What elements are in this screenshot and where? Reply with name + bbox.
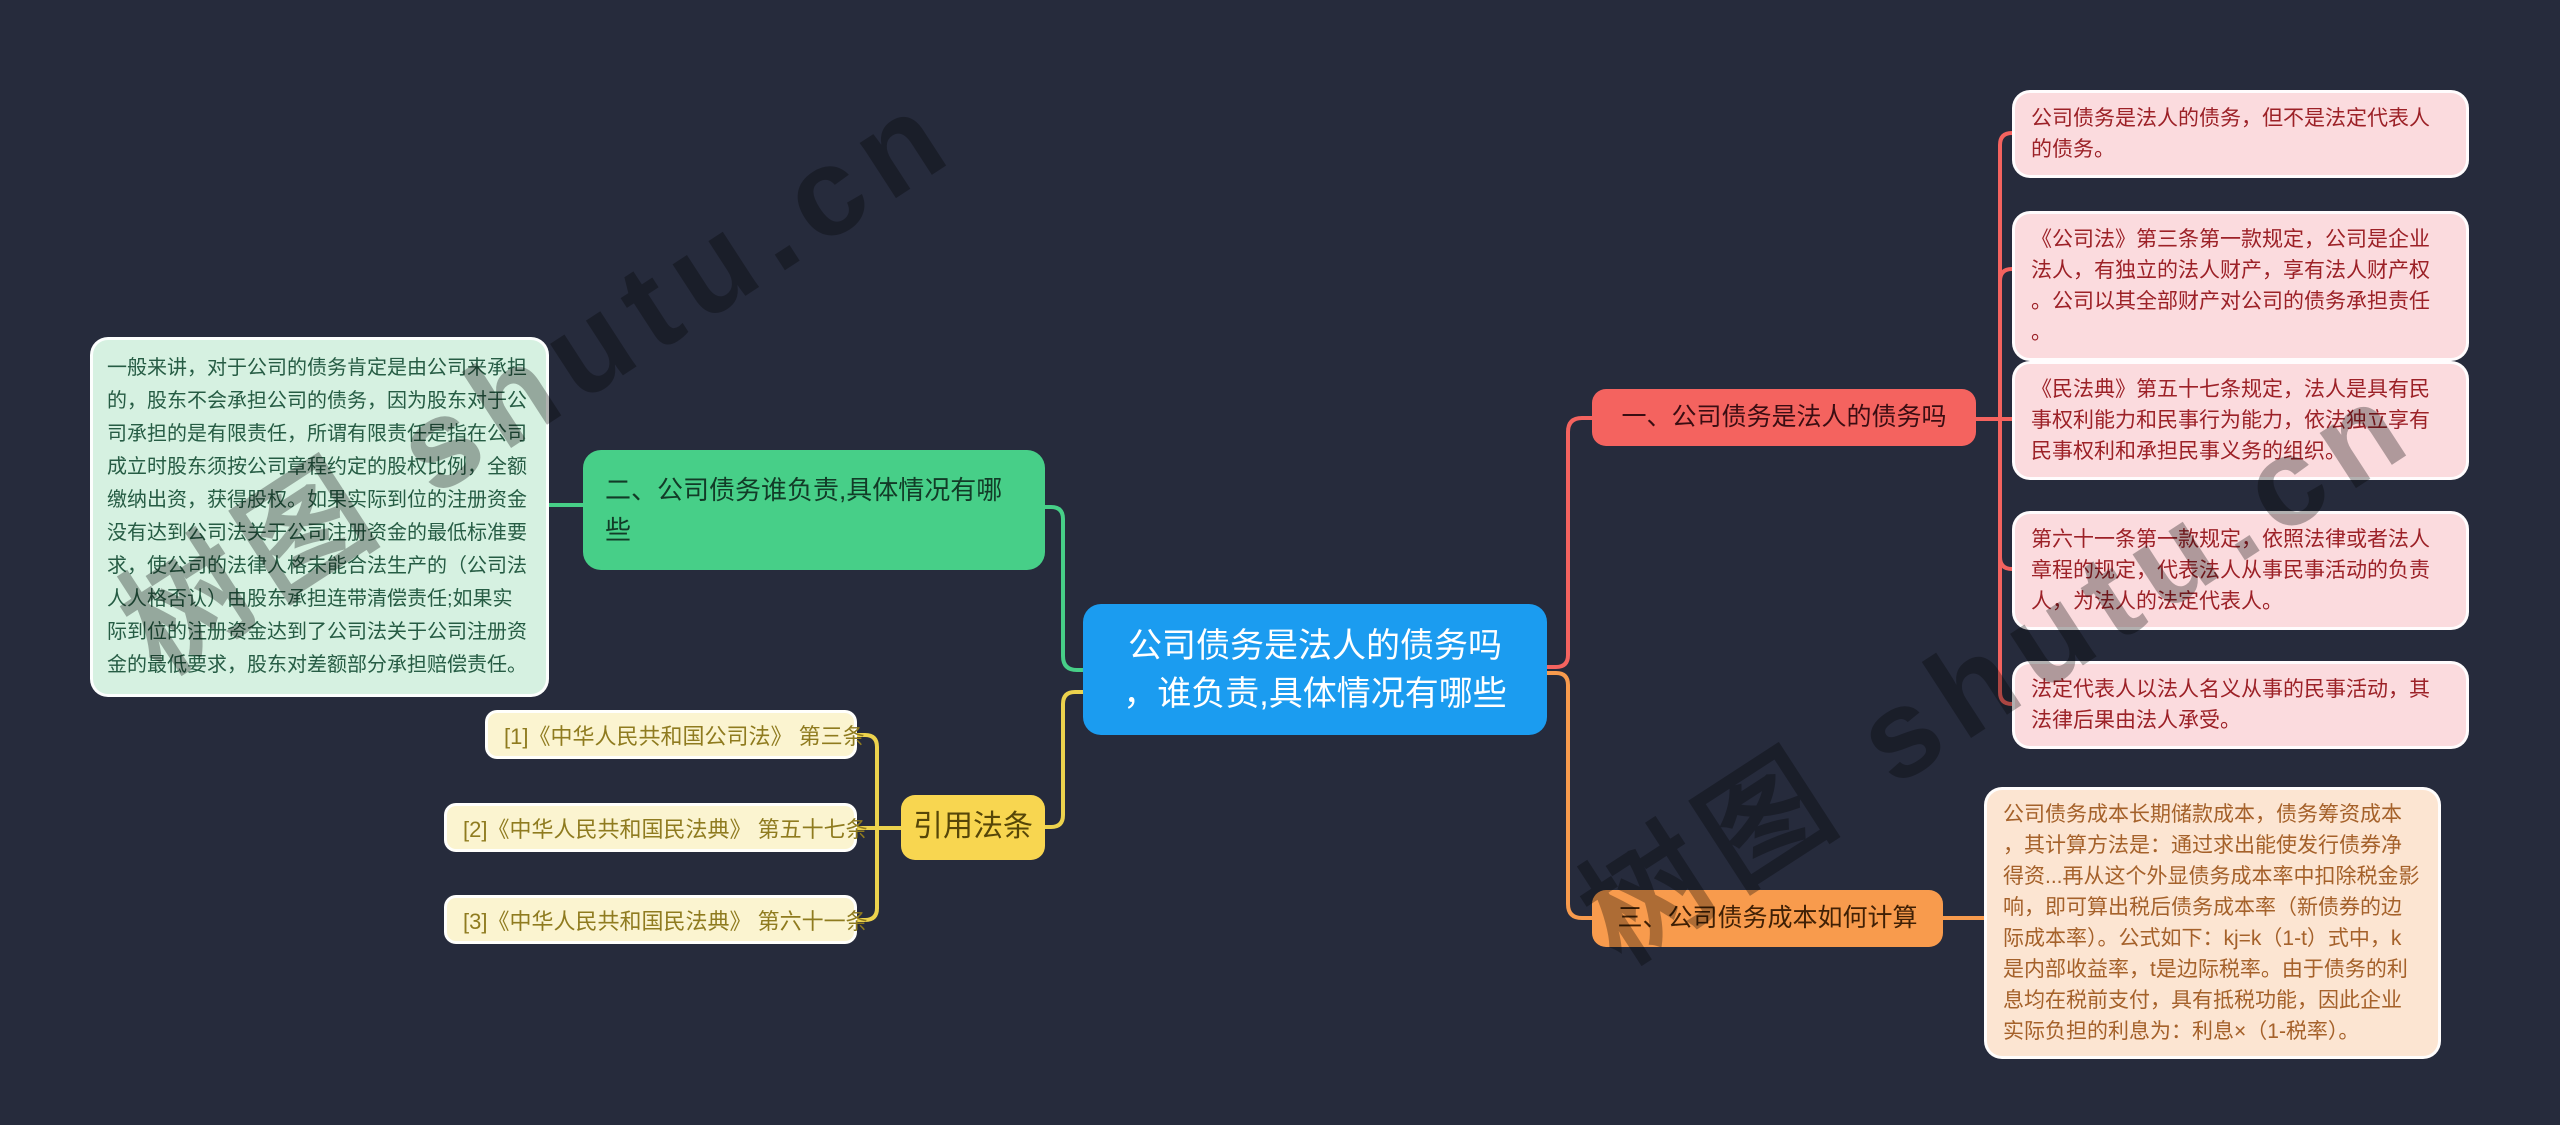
central-topic-label: 公司债务是法人的债务吗，谁负责,具体情况有哪些 (1123, 626, 1507, 713)
topic-1-label: 一、公司债务是法人的债务吗 (1621, 402, 1947, 431)
node-topic-1-is-corporate-debt[interactable]: 一、公司债务是法人的债务吗 (1592, 389, 1976, 446)
link-red-branch2 (1998, 267, 2014, 283)
node-note-debt-responsibility-detail[interactable]: 一般来讲，对于公司的债务肯定是由公司来承担的，股东不会承担公司的债务，因为股东对… (90, 337, 549, 697)
note-3-text: 《民法典》第五十七条规定，法人是具有民事权利能力和民事行为能力，依法独立享有民事… (2031, 378, 2430, 463)
link-topic2-to-center (1043, 505, 1085, 672)
link-citation3 (855, 906, 879, 922)
cited-statutes-label: 引用法条 (913, 810, 1033, 844)
note-5-text: 法定代表人以法人名义从事的民事活动，其法律后果由法人承受。 (2031, 678, 2430, 732)
node-topic-3-debt-cost[interactable]: 三、公司债务成本如何计算 (1592, 890, 1943, 947)
node-topic-cited-statutes[interactable]: 引用法条 (901, 795, 1045, 860)
node-note-legal-person-debt-2[interactable]: 《公司法》第三条第一款规定，公司是企业法人，有独立的法人财产，享有法人财产权。公… (2012, 211, 2469, 361)
topic-2-label: 二、公司债务谁负责,具体情况有哪些 (605, 475, 1003, 545)
citation-1-label: [1]《中华人民共和国公司法》 第三条 (504, 723, 865, 749)
link-center-to-topic1 (1545, 416, 1594, 669)
citation-3-label: [3]《中华人民共和国民法典》 第六十一条 (463, 908, 868, 934)
link-red-branch4 (1998, 555, 2014, 571)
note-1-text: 公司债务是法人的债务，但不是法定代表人的债务。 (2031, 107, 2430, 161)
citation-2-label: [2]《中华人民共和国民法典》 第五十七条 (463, 816, 868, 842)
node-citation-2[interactable]: [2]《中华人民共和国民法典》 第五十七条 (444, 803, 868, 852)
node-note-legal-person-debt-4[interactable]: 第六十一条第一款规定，依照法律或者法人章程的规定，代表法人从事民事活动的负责人，… (2012, 511, 2469, 630)
node-note-legal-person-debt-3[interactable]: 《民法典》第五十七条规定，法人是具有民事权利能力和民事行为能力，依法独立享有民事… (2012, 361, 2469, 480)
node-citation-3[interactable]: [3]《中华人民共和国民法典》 第六十一条 (444, 895, 868, 944)
link-red-trunk (1998, 131, 2014, 706)
node-topic-2-who-bears-debt[interactable]: 二、公司债务谁负责,具体情况有哪些 (583, 450, 1045, 570)
note-4-text: 第六十一条第一款规定，依照法律或者法人章程的规定，代表法人从事民事活动的负责人，… (2031, 528, 2430, 613)
link-center-to-topic3 (1545, 671, 1594, 920)
link-citation1-trunk (855, 733, 879, 910)
node-citation-1[interactable]: [1]《中华人民共和国公司法》 第三条 (485, 710, 865, 759)
note-debt-cost-text: 公司债务成本长期储款成本，债务筹资成本，其计算方法是：通过求出能使发行债券净得资… (2003, 803, 2420, 1043)
node-note-legal-person-debt-1[interactable]: 公司债务是法人的债务，但不是法定代表人的债务。 (2012, 90, 2469, 178)
topic-3-label: 三、公司债务成本如何计算 (1617, 903, 1918, 932)
note-debt-responsibility-text: 一般来讲，对于公司的债务肯定是由公司来承担的，股东不会承担公司的债务，因为股东对… (107, 357, 527, 676)
note-2-text: 《公司法》第三条第一款规定，公司是企业法人，有独立的法人财产，享有法人财产权。公… (2031, 228, 2430, 344)
node-note-debt-cost-detail[interactable]: 公司债务成本长期储款成本，债务筹资成本，其计算方法是：通过求出能使发行债券净得资… (1984, 787, 2441, 1059)
node-central-topic[interactable]: 公司债务是法人的债务吗，谁负责,具体情况有哪些 (1083, 604, 1547, 735)
link-citations-to-center (1043, 690, 1085, 829)
node-note-legal-person-debt-5[interactable]: 法定代表人以法人名义从事的民事活动，其法律后果由法人承受。 (2012, 661, 2469, 749)
